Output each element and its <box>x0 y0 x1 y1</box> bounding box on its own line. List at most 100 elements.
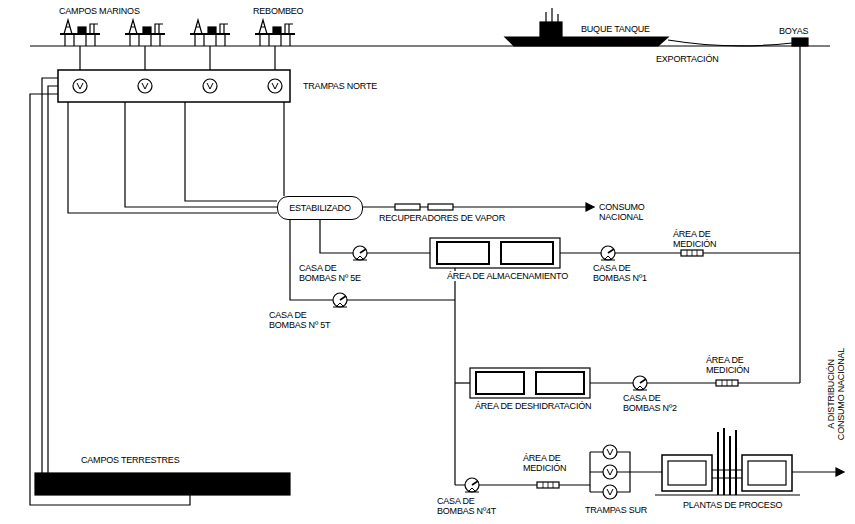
north-traps <box>73 79 87 93</box>
north-traps <box>203 79 217 93</box>
north-traps <box>144 46 145 70</box>
storage-branch <box>681 250 703 256</box>
flow-label: EXPORTACIÓN <box>655 54 719 64</box>
pump-label: CASA DE BOMBAS Nº 5E <box>298 263 366 283</box>
stabilizer-box: ESTABILIZADO <box>277 196 363 220</box>
process-branch <box>603 485 617 499</box>
equipment-label: RECUPERADORES DE VAPOR <box>378 213 506 223</box>
pump-label: CASA DE BOMBAS Nº2 <box>622 393 682 413</box>
dehydration-branch <box>590 382 800 383</box>
dehydration-branch <box>333 293 347 307</box>
process-plants <box>668 461 706 485</box>
tanker-ship <box>668 40 792 46</box>
meter-label: ÁREA DE MEDICIÓN <box>705 355 763 375</box>
dehydration-branch <box>290 220 455 300</box>
storage-branch <box>501 242 553 264</box>
area-label: ÁREA DE DESHIDRATACIÓN <box>474 401 592 411</box>
pump-label: CASA DE BOMBAS Nº4T <box>436 496 504 516</box>
ship-label: BUQUE TANQUE <box>580 24 651 34</box>
tanker-ship <box>540 22 562 37</box>
storage-branch <box>353 246 367 260</box>
process-plants <box>792 471 836 472</box>
trap-label: TRAMPAS SUR <box>584 505 648 515</box>
destination-label: A DISTRIBUCIÓN CONSUMO NACIONAL <box>826 338 846 450</box>
process-branch <box>603 465 617 479</box>
storage-branch <box>560 252 800 253</box>
vapor-line <box>395 204 420 210</box>
plant-label: PLANTAS DE PROCESO <box>682 500 783 510</box>
trap-to-stabilizer-lines <box>185 102 277 201</box>
process-branch <box>590 452 603 492</box>
process-branch <box>603 445 617 459</box>
onshore-lines <box>42 78 58 473</box>
vapor-line <box>363 203 594 211</box>
pump-label: CASA DE BOMBAS Nº 5T <box>268 310 336 330</box>
process-plants <box>742 455 792 491</box>
process-plants <box>655 428 844 495</box>
area-label: CAMPOS MARINOS <box>58 6 141 16</box>
dehydration-branch <box>455 382 470 383</box>
north-traps <box>209 46 210 70</box>
process-plants <box>655 494 800 495</box>
trap-to-stabilizer-lines <box>68 102 277 213</box>
offshore-platforms <box>60 20 100 46</box>
onshore-lines <box>48 86 58 473</box>
trap-to-stabilizer-lines <box>283 102 284 196</box>
meter-label: ÁREA DE MEDICIÓN <box>522 453 580 473</box>
onshore-lines <box>35 473 290 495</box>
storage-branch <box>430 238 560 268</box>
north-traps <box>58 70 290 102</box>
process-plants <box>718 428 736 495</box>
meter-label: ÁREA DE MEDICIÓN <box>672 229 730 249</box>
offshore-platforms <box>125 20 165 46</box>
north-traps <box>268 79 282 93</box>
process-plants <box>836 468 844 476</box>
process-plants <box>662 455 712 491</box>
node-text: ESTABILIZADO <box>289 203 350 213</box>
dehydration-branch <box>290 46 800 485</box>
tanker-ship <box>505 8 792 46</box>
process-branch <box>455 445 662 499</box>
trap-to-stabilizer-lines <box>68 102 284 213</box>
trap-to-stabilizer-lines <box>125 102 277 207</box>
process-branch <box>537 482 559 488</box>
storage-branch <box>437 242 489 264</box>
process-branch <box>465 478 479 492</box>
flow-label: CONSUMO NACIONAL <box>598 202 660 222</box>
north-traps <box>58 46 290 102</box>
pump-label: CASA DE BOMBAS Nº1 <box>592 263 652 283</box>
offshore-platforms <box>60 20 295 46</box>
vapor-line <box>586 203 594 211</box>
buoy <box>792 38 808 46</box>
onshore-lines <box>30 78 290 505</box>
vapor-line <box>428 204 453 210</box>
tanker-ship <box>546 8 558 22</box>
sea-line <box>30 45 830 46</box>
buoy-label: BOYAS <box>778 26 809 36</box>
dehydration-branch <box>454 268 455 485</box>
offshore-platforms <box>190 20 230 46</box>
dehydration-branch <box>799 46 800 383</box>
tanker-ship <box>505 37 668 46</box>
process-plants <box>712 470 742 478</box>
storage-branch <box>320 220 430 253</box>
area-label: CAMPOS TERRESTRES <box>80 455 180 465</box>
storage-branch <box>320 220 800 268</box>
dehydration-branch <box>476 372 524 394</box>
process-branch <box>617 452 662 492</box>
area-label: REBOMBEO <box>252 6 304 16</box>
buoy <box>792 38 808 46</box>
storage-branch <box>601 246 615 260</box>
dehydration-branch <box>470 368 590 398</box>
onshore-lines <box>30 94 190 505</box>
offshore-platforms <box>255 20 295 46</box>
north-traps <box>79 46 80 70</box>
area-label: ÁREA DE ALMACENAMIENTO <box>446 271 569 281</box>
north-traps <box>274 46 275 70</box>
dehydration-branch <box>633 376 647 390</box>
trap-label: TRAMPAS NORTE <box>302 81 378 91</box>
process-plants <box>748 461 786 485</box>
dehydration-branch <box>716 380 738 386</box>
north-traps <box>138 79 152 93</box>
